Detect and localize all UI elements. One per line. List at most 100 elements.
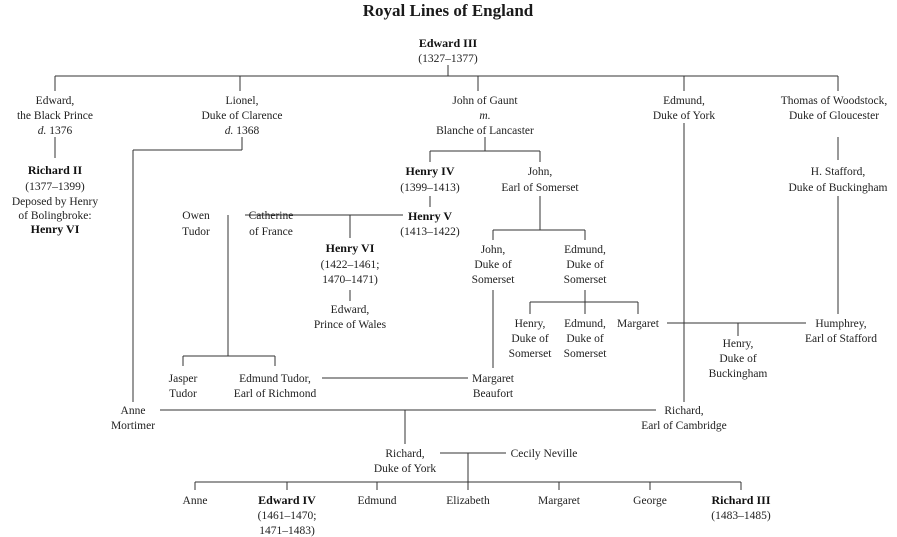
person-title: Somerset	[564, 274, 608, 286]
person-name: Henry,	[723, 338, 754, 350]
person-title: Duke of	[511, 333, 549, 345]
person-name: Richard,	[664, 405, 703, 417]
person-richard-earl-of-cambridge: Richard, Earl of Cambridge	[641, 405, 727, 432]
person-title: Duke of Buckingham	[788, 182, 887, 194]
person-h-stafford: H. Stafford, Duke of Buckingham	[788, 166, 887, 194]
person-lionel: Lionel, Duke of Clarence d. 1368	[201, 95, 282, 137]
person-elizabeth: Elizabeth	[446, 495, 490, 507]
person-name: Jasper	[169, 373, 198, 385]
person-name: Catherine	[249, 210, 294, 222]
person-name: Edmund,	[663, 95, 705, 107]
person-dates: (1422–1461;	[321, 259, 380, 271]
person-name: Margaret	[472, 373, 515, 385]
person-name: Edward IV	[258, 493, 316, 507]
person-henry-v: Henry V (1413–1422)	[400, 209, 460, 238]
person-edmund-tudor: Edmund Tudor, Earl of Richmond	[234, 373, 317, 400]
person-name: Cecily Neville	[511, 448, 578, 460]
person-title: Duke of York	[653, 110, 716, 122]
person-title: the Black Prince	[17, 110, 93, 122]
diagram-title: Royal Lines of England	[363, 1, 534, 20]
person-richard-ii: Richard II (1377–1399) Deposed by Henry …	[12, 163, 98, 236]
person-john-earl-of-somerset: John, Earl of Somerset	[501, 166, 579, 194]
person-note: of Bolingbroke:	[18, 210, 91, 222]
person-title: Buckingham	[709, 368, 768, 380]
married-marker: m.	[479, 110, 490, 122]
person-name: Anne	[121, 405, 146, 417]
person-note: Deposed by Henry	[12, 196, 98, 208]
person-dates: (1377–1399)	[25, 181, 85, 193]
person-name: Edmund,	[564, 244, 606, 256]
person-richard-duke-of-york: Richard, Duke of York	[374, 448, 437, 475]
person-name: H. Stafford,	[811, 166, 866, 178]
person-title: Somerset	[509, 348, 553, 360]
person-dates: (1327–1377)	[418, 53, 478, 65]
person-name: Beaufort	[473, 388, 514, 400]
person-name: Richard III	[711, 493, 770, 507]
person-edmund-duke-of-somerset-2: Edmund, Duke of Somerset	[564, 318, 608, 360]
person-edmund-duke-of-york: Edmund, Duke of York	[653, 95, 716, 122]
person-black-prince: Edward, the Black Prince d. 1376	[17, 95, 93, 137]
person-dates: (1461–1470;	[258, 510, 317, 522]
person-margaret: Margaret	[538, 495, 581, 507]
connector-lines	[54, 65, 839, 490]
person-name: John,	[528, 166, 553, 178]
person-title: Duke of Clarence	[201, 110, 282, 122]
person-name: Mortimer	[111, 420, 155, 432]
died-year: 1376	[49, 125, 72, 137]
person-title: Somerset	[472, 274, 516, 286]
person-title: Earl of Somerset	[501, 182, 579, 194]
person-name: Margaret	[538, 495, 581, 507]
person-richard-iii: Richard III (1483–1485)	[711, 493, 771, 522]
person-title: Earl of Richmond	[234, 388, 317, 400]
person-dates: 1470–1471)	[322, 274, 378, 286]
person-name: George	[633, 495, 667, 507]
person-edmund: Edmund	[358, 495, 397, 507]
person-anne-mortimer: Anne Mortimer	[111, 405, 155, 432]
person-name: Edmund Tudor,	[239, 373, 311, 385]
person-owen-tudor: Owen Tudor	[182, 210, 210, 238]
person-henry-duke-of-somerset: Henry, Duke of Somerset	[509, 318, 553, 360]
person-henry-vi: Henry VI (1422–1461; 1470–1471)	[321, 241, 380, 286]
person-name: John,	[481, 244, 506, 256]
person-name: Tudor	[169, 388, 197, 400]
person-dates: (1399–1413)	[400, 182, 460, 194]
person-name: Henry VI	[326, 241, 375, 255]
person-dates: (1413–1422)	[400, 226, 460, 238]
person-name: Henry,	[515, 318, 546, 330]
person-name: Edmund,	[564, 318, 606, 330]
person-name: Owen	[182, 210, 210, 222]
person-name: Richard,	[385, 448, 424, 460]
person-dates: (1483–1485)	[711, 510, 771, 522]
person-name: Elizabeth	[446, 495, 490, 507]
person-name: John of Gaunt	[452, 95, 518, 107]
person-john-of-gaunt: John of Gaunt m. Blanche of Lancaster	[436, 95, 534, 137]
person-anne: Anne	[183, 495, 208, 507]
person-john-duke-of-somerset: John, Duke of Somerset	[472, 244, 516, 286]
person-name: Anne	[183, 495, 208, 507]
person-name: Edward,	[36, 95, 75, 107]
person-title: Duke of	[719, 353, 757, 365]
person-henry-iv: Henry IV (1399–1413)	[400, 164, 460, 194]
person-title: Earl of Stafford	[805, 333, 877, 345]
person-name: Tudor	[182, 226, 210, 238]
person-title: Prince of Wales	[314, 319, 387, 331]
person-jasper-tudor: Jasper Tudor	[169, 373, 198, 400]
person-dates: 1471–1483)	[259, 525, 315, 537]
person-name: Thomas of Woodstock,	[781, 95, 888, 107]
person-name: Edmund	[358, 495, 397, 507]
person-title: Duke of	[566, 333, 604, 345]
person-george: George	[633, 495, 667, 507]
person-prince-of-wales: Edward, Prince of Wales	[314, 304, 387, 331]
person-title: Duke of	[474, 259, 512, 271]
person-successor: Henry VI	[31, 222, 80, 236]
person-name: Humphrey,	[815, 318, 866, 330]
person-cecily-neville: Cecily Neville	[511, 448, 578, 460]
person-title: Duke of Gloucester	[789, 110, 879, 122]
person-edmund-duke-of-somerset: Edmund, Duke of Somerset	[564, 244, 608, 286]
person-title: Earl of Cambridge	[641, 420, 727, 432]
person-title: of France	[249, 226, 293, 238]
person-thomas-of-woodstock: Thomas of Woodstock, Duke of Gloucester	[781, 95, 888, 122]
person-name: Lionel,	[226, 95, 259, 107]
person-name: Edward III	[419, 36, 478, 50]
person-humphrey: Humphrey, Earl of Stafford	[805, 318, 877, 345]
